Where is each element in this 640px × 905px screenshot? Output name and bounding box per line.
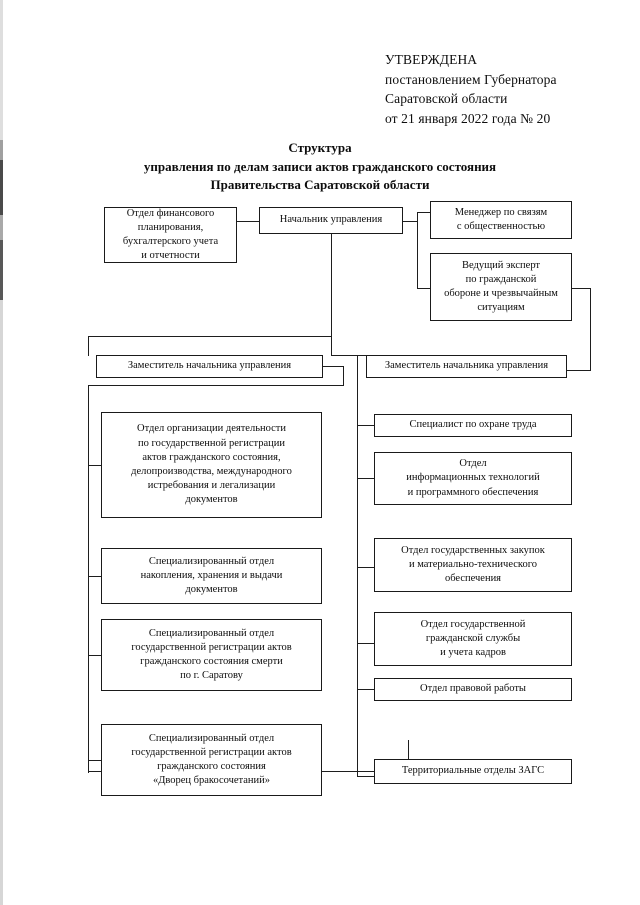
- edge-right-to-legal: [357, 689, 374, 691]
- node-label: Отдел информационных технологий и програ…: [406, 458, 540, 498]
- node-dept-storage[interactable]: Специализированный отдел накопления, хра…: [101, 548, 322, 604]
- edge-bar-pr-manager: [417, 212, 430, 214]
- edge-deputy-distributor: [88, 336, 332, 338]
- node-dept-procurement[interactable]: Отдел государственных закупок и материал…: [374, 538, 572, 592]
- node-dept-wedding-palace[interactable]: Специализированный отдел государственной…: [101, 724, 322, 796]
- node-finance-department[interactable]: Отдел финансового планирования, бухгалте…: [104, 207, 237, 263]
- node-label: Начальник управления: [279, 214, 383, 226]
- edge-left-to-death-records: [88, 655, 102, 657]
- edge-right-spine: [357, 355, 359, 777]
- node-label: Ведущий эксперт по гражданской обороне и…: [444, 259, 558, 314]
- title-line-1: Структура: [288, 140, 352, 155]
- edge-left-to-organization: [88, 465, 102, 467]
- edge-civildefence-to-deputy: [566, 370, 591, 372]
- node-label: Специализированный отдел государственной…: [131, 627, 292, 682]
- approval-block: УТВЕРЖДЕНА постановлением Губернатора Са…: [385, 50, 620, 128]
- edge-right-to-civil-service: [357, 643, 374, 645]
- node-dept-legal[interactable]: Отдел правовой работы: [374, 678, 572, 701]
- edge-right-to-it: [357, 478, 374, 480]
- edge-civildefence-out: [571, 288, 591, 290]
- node-label: Специализированный отдел государственной…: [131, 732, 292, 787]
- node-label: Заместитель начальника управления: [127, 360, 292, 372]
- node-label: Отдел государственной гражданской службы…: [420, 618, 526, 659]
- approval-line-1: УТВЕРЖДЕНА: [385, 52, 478, 67]
- approval-line-2: постановлением Губернатора: [385, 71, 557, 87]
- node-label: Специализированный отдел накопления, хра…: [140, 555, 283, 596]
- edge-distributor-to-right-deputy: [331, 336, 333, 356]
- edge-left-deputy-out: [322, 366, 344, 368]
- edge-left-to-wedding-palace: [88, 760, 102, 762]
- edge-distributor-to-left-deputy: [88, 336, 90, 356]
- node-dept-it[interactable]: Отдел информационных технологий и програ…: [374, 452, 572, 505]
- edge-left-deputy-down: [343, 366, 345, 386]
- title-line-3: Правительства Саратовской области: [210, 177, 430, 192]
- scan-edge-artifact: [0, 0, 3, 905]
- node-head-of-department[interactable]: Начальник управления: [259, 207, 403, 234]
- edge-right-to-procurement: [357, 567, 374, 569]
- approval-line-3: Саратовской области: [385, 91, 508, 106]
- node-dept-civil-service[interactable]: Отдел государственной гражданской службы…: [374, 612, 572, 666]
- page-title: Структура управления по делам записи акт…: [70, 139, 570, 195]
- node-label: Отдел организации деятельности по госуда…: [131, 423, 292, 506]
- edge-drop-right-deputy: [331, 355, 366, 357]
- node-dept-organization[interactable]: Отдел организации деятельности по госуда…: [101, 412, 322, 518]
- node-label: Отдел финансового планирования, бухгалте…: [122, 207, 219, 262]
- edge-head-finance: [236, 221, 259, 223]
- node-civil-defence-expert[interactable]: Ведущий эксперт по гражданской обороне и…: [430, 253, 572, 321]
- node-label: Отдел правовой работы: [420, 683, 526, 695]
- edge-bar-civil-defence: [417, 288, 430, 290]
- node-label: Специалист по охране труда: [409, 419, 537, 431]
- node-label: Менеджер по связям с общественностью: [454, 206, 548, 232]
- node-pr-manager[interactable]: Менеджер по связям с общественностью: [430, 201, 572, 239]
- edge-head-down: [331, 234, 333, 337]
- node-label: Территориальные отделы ЗАГС: [401, 765, 545, 777]
- edge-right-to-territorial: [408, 740, 410, 776]
- approval-line-4: от 21 января 2022 года № 20: [385, 110, 551, 126]
- edge-left-spine: [88, 385, 90, 773]
- edge-right-bar: [417, 212, 419, 288]
- node-label: Заместитель начальника управления: [384, 360, 549, 372]
- edge-head-right-stub: [402, 221, 417, 223]
- edge-civildefence-down: [590, 288, 592, 371]
- node-labour-safety-specialist[interactable]: Специалист по охране труда: [374, 414, 572, 437]
- edge-right-to-labour-safety: [357, 425, 374, 427]
- edge-left-to-storage: [88, 576, 102, 578]
- node-territorial-zags[interactable]: Территориальные отделы ЗАГС: [374, 759, 572, 784]
- node-deputy-left[interactable]: Заместитель начальника управления: [96, 355, 323, 378]
- node-dept-death-records[interactable]: Специализированный отдел государственной…: [101, 619, 322, 691]
- node-label: Отдел государственных закупок и материал…: [401, 544, 545, 585]
- title-line-2: управления по делам записи актов граждан…: [143, 158, 497, 174]
- edge-left-deputy-back: [88, 385, 344, 387]
- node-deputy-right[interactable]: Заместитель начальника управления: [366, 355, 567, 378]
